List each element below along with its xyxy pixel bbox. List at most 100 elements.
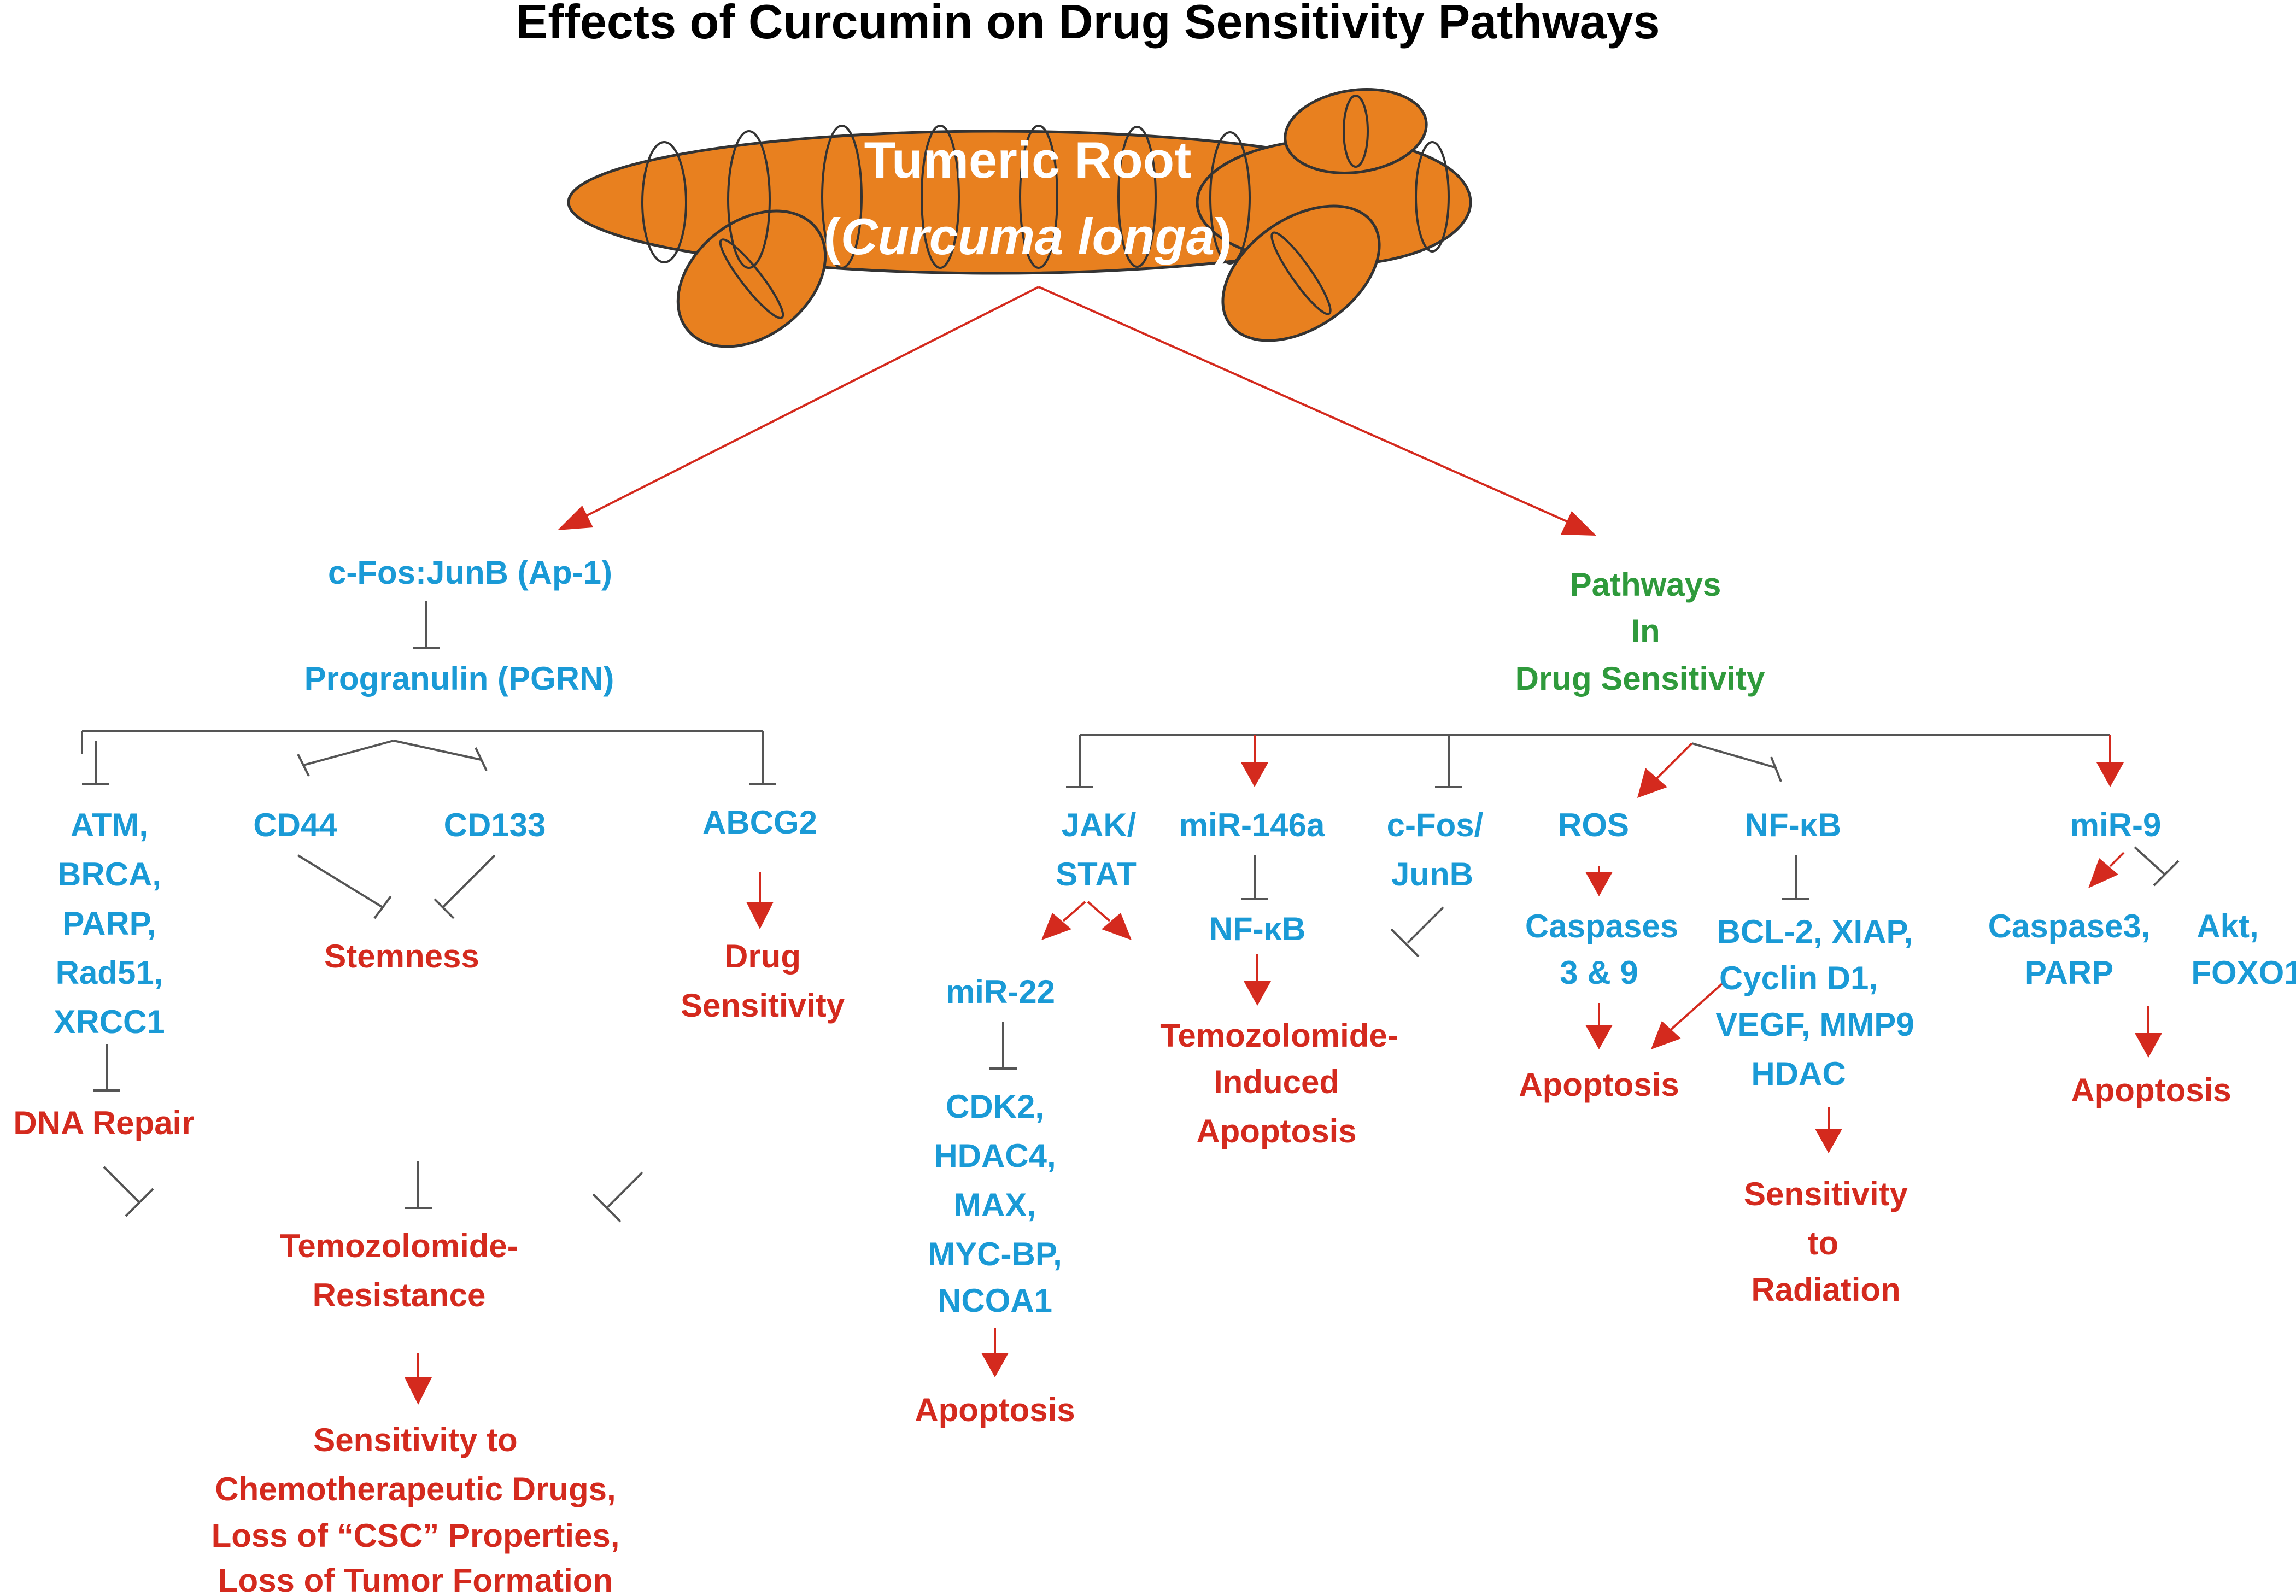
nfkb-target-hdac: HDAC (1751, 1055, 1846, 1092)
tmz-apoptosis-line3: Apoptosis (1196, 1113, 1356, 1149)
repair-gene-brca: BRCA, (57, 856, 161, 893)
node-cfos-junb-line2: JunB (1391, 856, 1473, 893)
final-outcome-line4: Loss of Tumor Formation (218, 1562, 613, 1596)
root-label-line2: (Curcuma longa) (824, 208, 1232, 265)
node-abcg2: ABCG2 (702, 804, 817, 841)
inhibit-ap1-pgrn (413, 601, 440, 649)
mir22-target-hdac4: HDAC4, (934, 1137, 1056, 1174)
node-dna-repair: DNA Repair (13, 1105, 194, 1141)
inhibit-path-jak (1066, 735, 1093, 788)
mir22-target-max: MAX, (954, 1187, 1036, 1223)
arrowhead-path-mir9 (2096, 762, 2124, 787)
arrowhead-ros-caspases (1585, 872, 1613, 896)
node-drug-sensitivity-line1: Drug (724, 938, 801, 975)
node-casp3-parp-line1: Caspase3, (1988, 908, 2151, 944)
pathways-header-line3: Drug Sensitivity (1515, 660, 1765, 697)
inhibit-cd133-stemness (434, 854, 496, 919)
radiation-line1: Sensitivity (1744, 1176, 1908, 1212)
inhibit-stemness-tmz (405, 1161, 432, 1209)
radiation-line3: Radiation (1751, 1271, 1900, 1308)
node-cd133: CD133 (444, 807, 546, 843)
inhibit-mir146a-nfkb (1241, 855, 1268, 900)
node-casp3-parp-line2: PARP (2025, 954, 2113, 991)
node-akt-foxo1-line1: Akt, (2197, 908, 2258, 944)
nfkb-target-cyclin-d1: Cyclin D1, (1719, 960, 1878, 996)
inhibit-dna-repair-tmz (103, 1166, 154, 1217)
node-cfos-junb-line1: c-Fos/ (1387, 807, 1484, 843)
node-final-outcome: Sensitivity to Chemotherapeutic Drugs, L… (212, 1422, 620, 1596)
diagram-title: Effects of Curcumin on Drug Sensitivity … (516, 0, 1660, 49)
arrow-nfkb-targets-apoptosis (1669, 983, 1723, 1031)
node-apoptosis-jak: Apoptosis (915, 1392, 1075, 1428)
node-stemness: Stemness (324, 938, 479, 975)
arrowhead-targets-apoptosis (981, 1353, 1009, 1377)
inhibit-drug-sensitivity-tmz (592, 1171, 643, 1223)
node-apoptosis-ros: Apoptosis (1519, 1066, 1679, 1103)
node-mir9: miR-9 (2070, 807, 2162, 843)
node-apoptosis-mir9: Apoptosis (2071, 1072, 2231, 1108)
arrowhead-mir9-caspase3 (2088, 858, 2118, 888)
repair-gene-parp: PARP, (62, 905, 156, 942)
repair-gene-xrcc1: XRCC1 (54, 1004, 165, 1040)
node-jak-stat-line1: JAK/ (1062, 807, 1137, 843)
node-mir22-targets: CDK2, HDAC4, MAX, MYC-BP, NCOA1 (928, 1088, 1062, 1319)
node-cd44: CD44 (253, 807, 337, 843)
radiation-line2: to (1808, 1225, 1839, 1261)
node-caspases-line2: 3 & 9 (1560, 954, 1638, 991)
inhibit-pgrn-cd133 (393, 740, 488, 771)
arrowhead-tmz-final (405, 1377, 432, 1405)
final-outcome-line1: Sensitivity to (313, 1422, 517, 1458)
node-jak-stat-line2: STAT (1056, 856, 1137, 893)
inhibit-mir22-targets (989, 1022, 1017, 1070)
inhibit-pgrn-abcg2 (749, 741, 776, 785)
arrowhead-nfkb-tmz-apoptosis (1244, 981, 1271, 1006)
mir22-target-cdk2: CDK2, (946, 1088, 1044, 1125)
node-repair-genes: ATM, BRCA, PARP, Rad51, XRCC1 (54, 807, 165, 1040)
arrow-jak-loop (1087, 901, 1111, 922)
nfkb-target-vegf-mmp9: VEGF, MMP9 (1715, 1006, 1914, 1043)
inhibit-mir9-akt (2134, 846, 2180, 887)
arrowhead-abcg2-drug-sensitivity (746, 902, 774, 929)
node-ap1: c-Fos:JunB (Ap-1) (328, 554, 612, 591)
arrow-root-to-pathways (1038, 286, 1575, 526)
tmz-apoptosis-line2: Induced (1214, 1064, 1339, 1100)
nfkb-target-bcl2-xiap: BCL-2, XIAP, (1717, 913, 1913, 950)
arrowhead-path-ros (1637, 768, 1667, 798)
final-outcome-line2: Chemotherapeutic Drugs, (215, 1471, 616, 1507)
inhibit-genes-dna-repair (93, 1044, 120, 1092)
pathways-header-line1: Pathways (1570, 566, 1721, 603)
node-akt-foxo1-line2: FOXO1 (2191, 954, 2296, 991)
node-tmz-apoptosis: Temozolomide- Induced Apoptosis (1160, 1017, 1398, 1149)
node-nfkb-a: NF-κB (1209, 911, 1306, 947)
inhibit-cfos-tmz-apoptosis (1390, 906, 1444, 958)
node-ros: ROS (1558, 807, 1629, 843)
inhibit-cd44-stemness (297, 854, 392, 919)
arrowhead-nfkb-targets-apoptosis (1651, 1021, 1681, 1049)
inhibit-path-nfkb (1691, 742, 1782, 782)
turmeric-root-illustration: Tumeric Root (Curcuma longa) (567, 88, 1472, 348)
node-tmz-resistance-line2: Resistance (313, 1277, 486, 1313)
node-nfkb-targets: BCL-2, XIAP, Cyclin D1, VEGF, MMP9 HDAC (1715, 913, 1914, 1092)
arrow-mir9-caspase3 (2109, 852, 2125, 867)
tmz-apoptosis-line1: Temozolomide- (1160, 1017, 1398, 1054)
arrowhead-jak-mir22 (1041, 913, 1071, 940)
arrow-jak-mir22 (1062, 901, 1086, 922)
repair-gene-atm: ATM, (71, 807, 148, 843)
arrowhead-casp3-apoptosis (2135, 1033, 2162, 1058)
arrowhead-jak-loop (1102, 913, 1132, 940)
arrowhead-path-mir146a (1241, 762, 1268, 787)
inhibit-nfkb-targets (1782, 855, 1809, 900)
inhibit-path-cfos (1435, 735, 1462, 788)
node-nfkb-b: NF-κB (1745, 807, 1842, 843)
inhibit-pgrn-cd44 (297, 740, 394, 777)
pathways-header-line2: In (1631, 613, 1660, 649)
node-radiation-sensitivity: Sensitivity to Radiation (1744, 1176, 1908, 1308)
final-outcome-line3: Loss of “CSC” Properties, (212, 1517, 620, 1554)
node-caspases-line1: Caspases (1525, 908, 1678, 944)
node-pathways-header: Pathways In Drug Sensitivity (1515, 566, 1765, 697)
repair-gene-rad51: Rad51, (56, 954, 163, 991)
node-drug-sensitivity-line2: Sensitivity (681, 987, 845, 1024)
root-label-line1: Tumeric Root (864, 131, 1192, 189)
